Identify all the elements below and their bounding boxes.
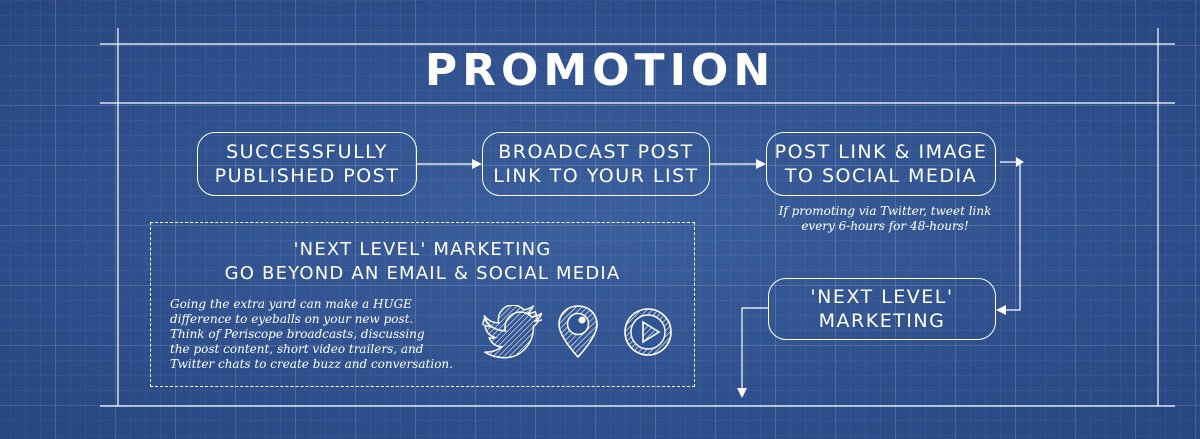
arrowhead-4-down: [737, 388, 747, 398]
twitter-note: If promoting via Twitter, tweet link eve…: [778, 204, 992, 233]
arrowhead-3-4: [996, 305, 1006, 315]
next-level-heading-line2: GO BEYOND AN EMAIL & SOCIAL MEDIA: [224, 263, 621, 284]
step-broadcast-post-link: BROADCAST POST LINK TO YOUR LIST: [482, 132, 710, 196]
arrowhead-1-2: [472, 159, 482, 169]
step-post-link-image-social: POST LINK & IMAGE TO SOCIAL MEDIA: [766, 132, 996, 196]
arrowhead-2-3: [756, 159, 766, 169]
play-button-icon: [624, 308, 672, 356]
page-title: PROMOTION: [424, 45, 776, 96]
next-level-heading-line1: 'NEXT LEVEL' MARKETING: [293, 239, 552, 260]
next-level-heading: 'NEXT LEVEL' MARKETING GO BEYOND AN EMAI…: [150, 238, 695, 286]
arrow-3-4: [1000, 161, 1021, 311]
next-level-panel: [150, 222, 695, 387]
arrowhead-3-right: [1016, 157, 1024, 167]
periscope-pin-icon: [558, 305, 598, 359]
step-successfully-published-post: SUCCESSFULLY PUBLISHED POST: [197, 132, 417, 196]
step-next-level-marketing: 'NEXT LEVEL' MARKETING: [768, 278, 996, 340]
twitter-bird-icon: [482, 305, 542, 359]
arrow-4-down: [741, 307, 768, 393]
next-level-body: Going the extra yard can make a HUGE dif…: [170, 297, 453, 371]
